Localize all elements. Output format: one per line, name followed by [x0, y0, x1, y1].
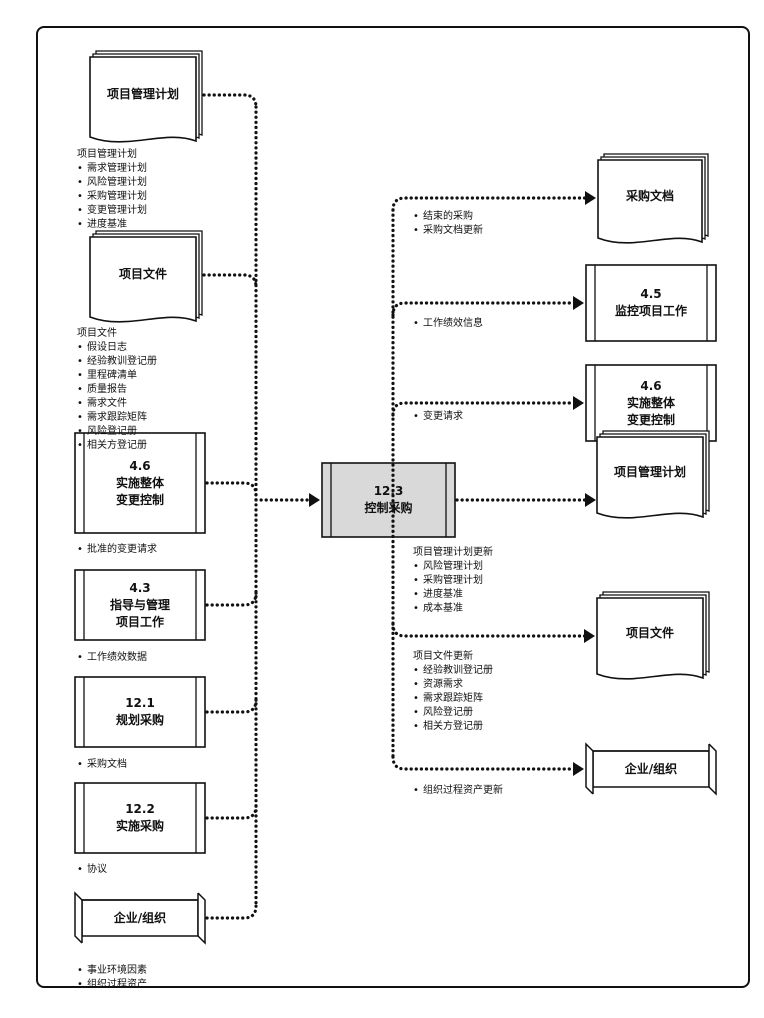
output-out_docs-label-item: 结束的采购	[413, 210, 483, 224]
connector-out_pdocs	[391, 622, 587, 638]
input-in_docs-label-item: 质量报告	[77, 383, 157, 397]
connector-in_docs	[202, 273, 258, 289]
output-out_46-label: 变更请求	[413, 410, 463, 424]
output-out_pdocs-label-item: 资源需求	[413, 678, 493, 692]
input-in_43-label-item: 工作绩效数据	[77, 651, 147, 665]
input-in_docs-label: 项目文件假设日志经验教训登记册里程碑清单质量报告需求文件需求跟踪矩阵风险登记册相…	[77, 327, 157, 453]
connector-out_docs	[391, 196, 588, 212]
output-out_pdocs-label-item: 经验教训登记册	[413, 664, 493, 678]
input-in_pmp-label-item: 变更管理计划	[77, 204, 147, 218]
output-out_docs-label: 结束的采购采购文档更新	[413, 210, 483, 238]
output-out_46-label-item: 变更请求	[413, 410, 463, 424]
output-out_pmp-label-item: 进度基准	[413, 588, 493, 602]
arrowhead-process-in	[309, 493, 320, 507]
arrowhead-out_45	[573, 296, 584, 310]
output-out_pmp-label-item: 风险管理计划	[413, 560, 493, 574]
output-out_pdocs-label-item: 需求跟踪矩阵	[413, 692, 493, 706]
output-out_pdocs-box	[596, 591, 710, 680]
output-out_45-box	[585, 264, 717, 342]
input-in_46-label-item: 批准的变更请求	[77, 543, 157, 557]
output-out_pdocs-label-heading: 项目文件更新	[413, 651, 473, 662]
input-in_121-label-item: 采购文档	[77, 758, 127, 772]
output-out_pmp-label-heading: 项目管理计划更新	[413, 547, 493, 558]
output-out_pdocs-label: 项目文件更新经验教训登记册资源需求需求跟踪矩阵风险登记册相关方登记册	[413, 650, 493, 734]
input-in_122-box	[74, 782, 206, 854]
output-out_45-label: 工作绩效信息	[413, 317, 483, 331]
input-in_pmp-label-item: 需求管理计划	[77, 162, 147, 176]
diagram-frame	[36, 26, 750, 988]
input-in_pmp-label-heading: 项目管理计划	[77, 149, 137, 160]
input-in_122-label-item: 协议	[77, 863, 107, 877]
input-in_docs-label-item: 风险登记册	[77, 425, 157, 439]
input-in_43-label: 工作绩效数据	[77, 651, 147, 665]
input-in_docs-box	[89, 230, 203, 323]
connector-out_45	[391, 301, 576, 317]
input-in_ent-label-item: 组织过程资产	[77, 978, 147, 992]
output-out_pmp-box	[596, 430, 710, 519]
input-in_pmp-label: 项目管理计划需求管理计划风险管理计划采购管理计划变更管理计划进度基准	[77, 148, 147, 232]
arrowhead-out-pmp	[585, 493, 596, 507]
connector-in_ent	[205, 904, 258, 920]
output-out_pdocs-label-item: 相关方登记册	[413, 720, 493, 734]
connector-in_43	[205, 591, 258, 607]
process-box-12-3	[321, 462, 456, 538]
input-in_docs-label-item: 里程碑清单	[77, 369, 157, 383]
input-in_ent-label-item: 事业环境因素	[77, 964, 147, 978]
output-out_ent-label-item: 组织过程资产更新	[413, 784, 503, 798]
input-in_122-label: 协议	[77, 863, 107, 877]
input-in_docs-label-heading: 项目文件	[77, 328, 117, 339]
input-in_pmp-label-item: 风险管理计划	[77, 176, 147, 190]
input-in_pmp-label-item: 采购管理计划	[77, 190, 147, 204]
output-out_ent-label: 组织过程资产更新	[413, 784, 503, 798]
input-in_docs-label-item: 需求文件	[77, 397, 157, 411]
output-out_ent-box	[585, 742, 717, 796]
output-out_pmp-label-item: 采购管理计划	[413, 574, 493, 588]
output-out_docs-box	[597, 153, 709, 244]
input-in_pmp-label-item: 进度基准	[77, 218, 147, 232]
output-out_pdocs-label-item: 风险登记册	[413, 706, 493, 720]
connector-out_46	[391, 401, 576, 417]
arrowhead-out_pdocs	[584, 629, 595, 643]
connector-in_pmp	[202, 93, 258, 109]
input-in_ent-box	[74, 891, 206, 945]
input-in_docs-label-item: 相关方登记册	[77, 439, 157, 453]
input-in_ent-label: 事业环境因素组织过程资产	[77, 964, 147, 992]
input-in_43-box	[74, 569, 206, 641]
input-in_docs-label-item: 假设日志	[77, 341, 157, 355]
arrowhead-out_46	[573, 396, 584, 410]
input-in_pmp-box	[89, 50, 203, 143]
connector-in_121	[205, 698, 258, 714]
output-out_45-label-item: 工作绩效信息	[413, 317, 483, 331]
arrowhead-out_docs	[585, 191, 596, 205]
output-out_pmp-label-item: 成本基准	[413, 602, 493, 616]
connector-in_46	[205, 481, 258, 497]
output-out_pmp-label: 项目管理计划更新风险管理计划采购管理计划进度基准成本基准	[413, 546, 493, 616]
input-in_121-label: 采购文档	[77, 758, 127, 772]
input-in_docs-label-item: 需求跟踪矩阵	[77, 411, 157, 425]
input-in_121-box	[74, 676, 206, 748]
connector-out_ent	[391, 755, 576, 771]
input-in_46-label: 批准的变更请求	[77, 543, 157, 557]
output-out_46-box	[585, 364, 717, 442]
arrowhead-out_ent	[573, 762, 584, 776]
connector-in_122	[205, 804, 258, 820]
input-in_docs-label-item: 经验教训登记册	[77, 355, 157, 369]
output-out_docs-label-item: 采购文档更新	[413, 224, 483, 238]
